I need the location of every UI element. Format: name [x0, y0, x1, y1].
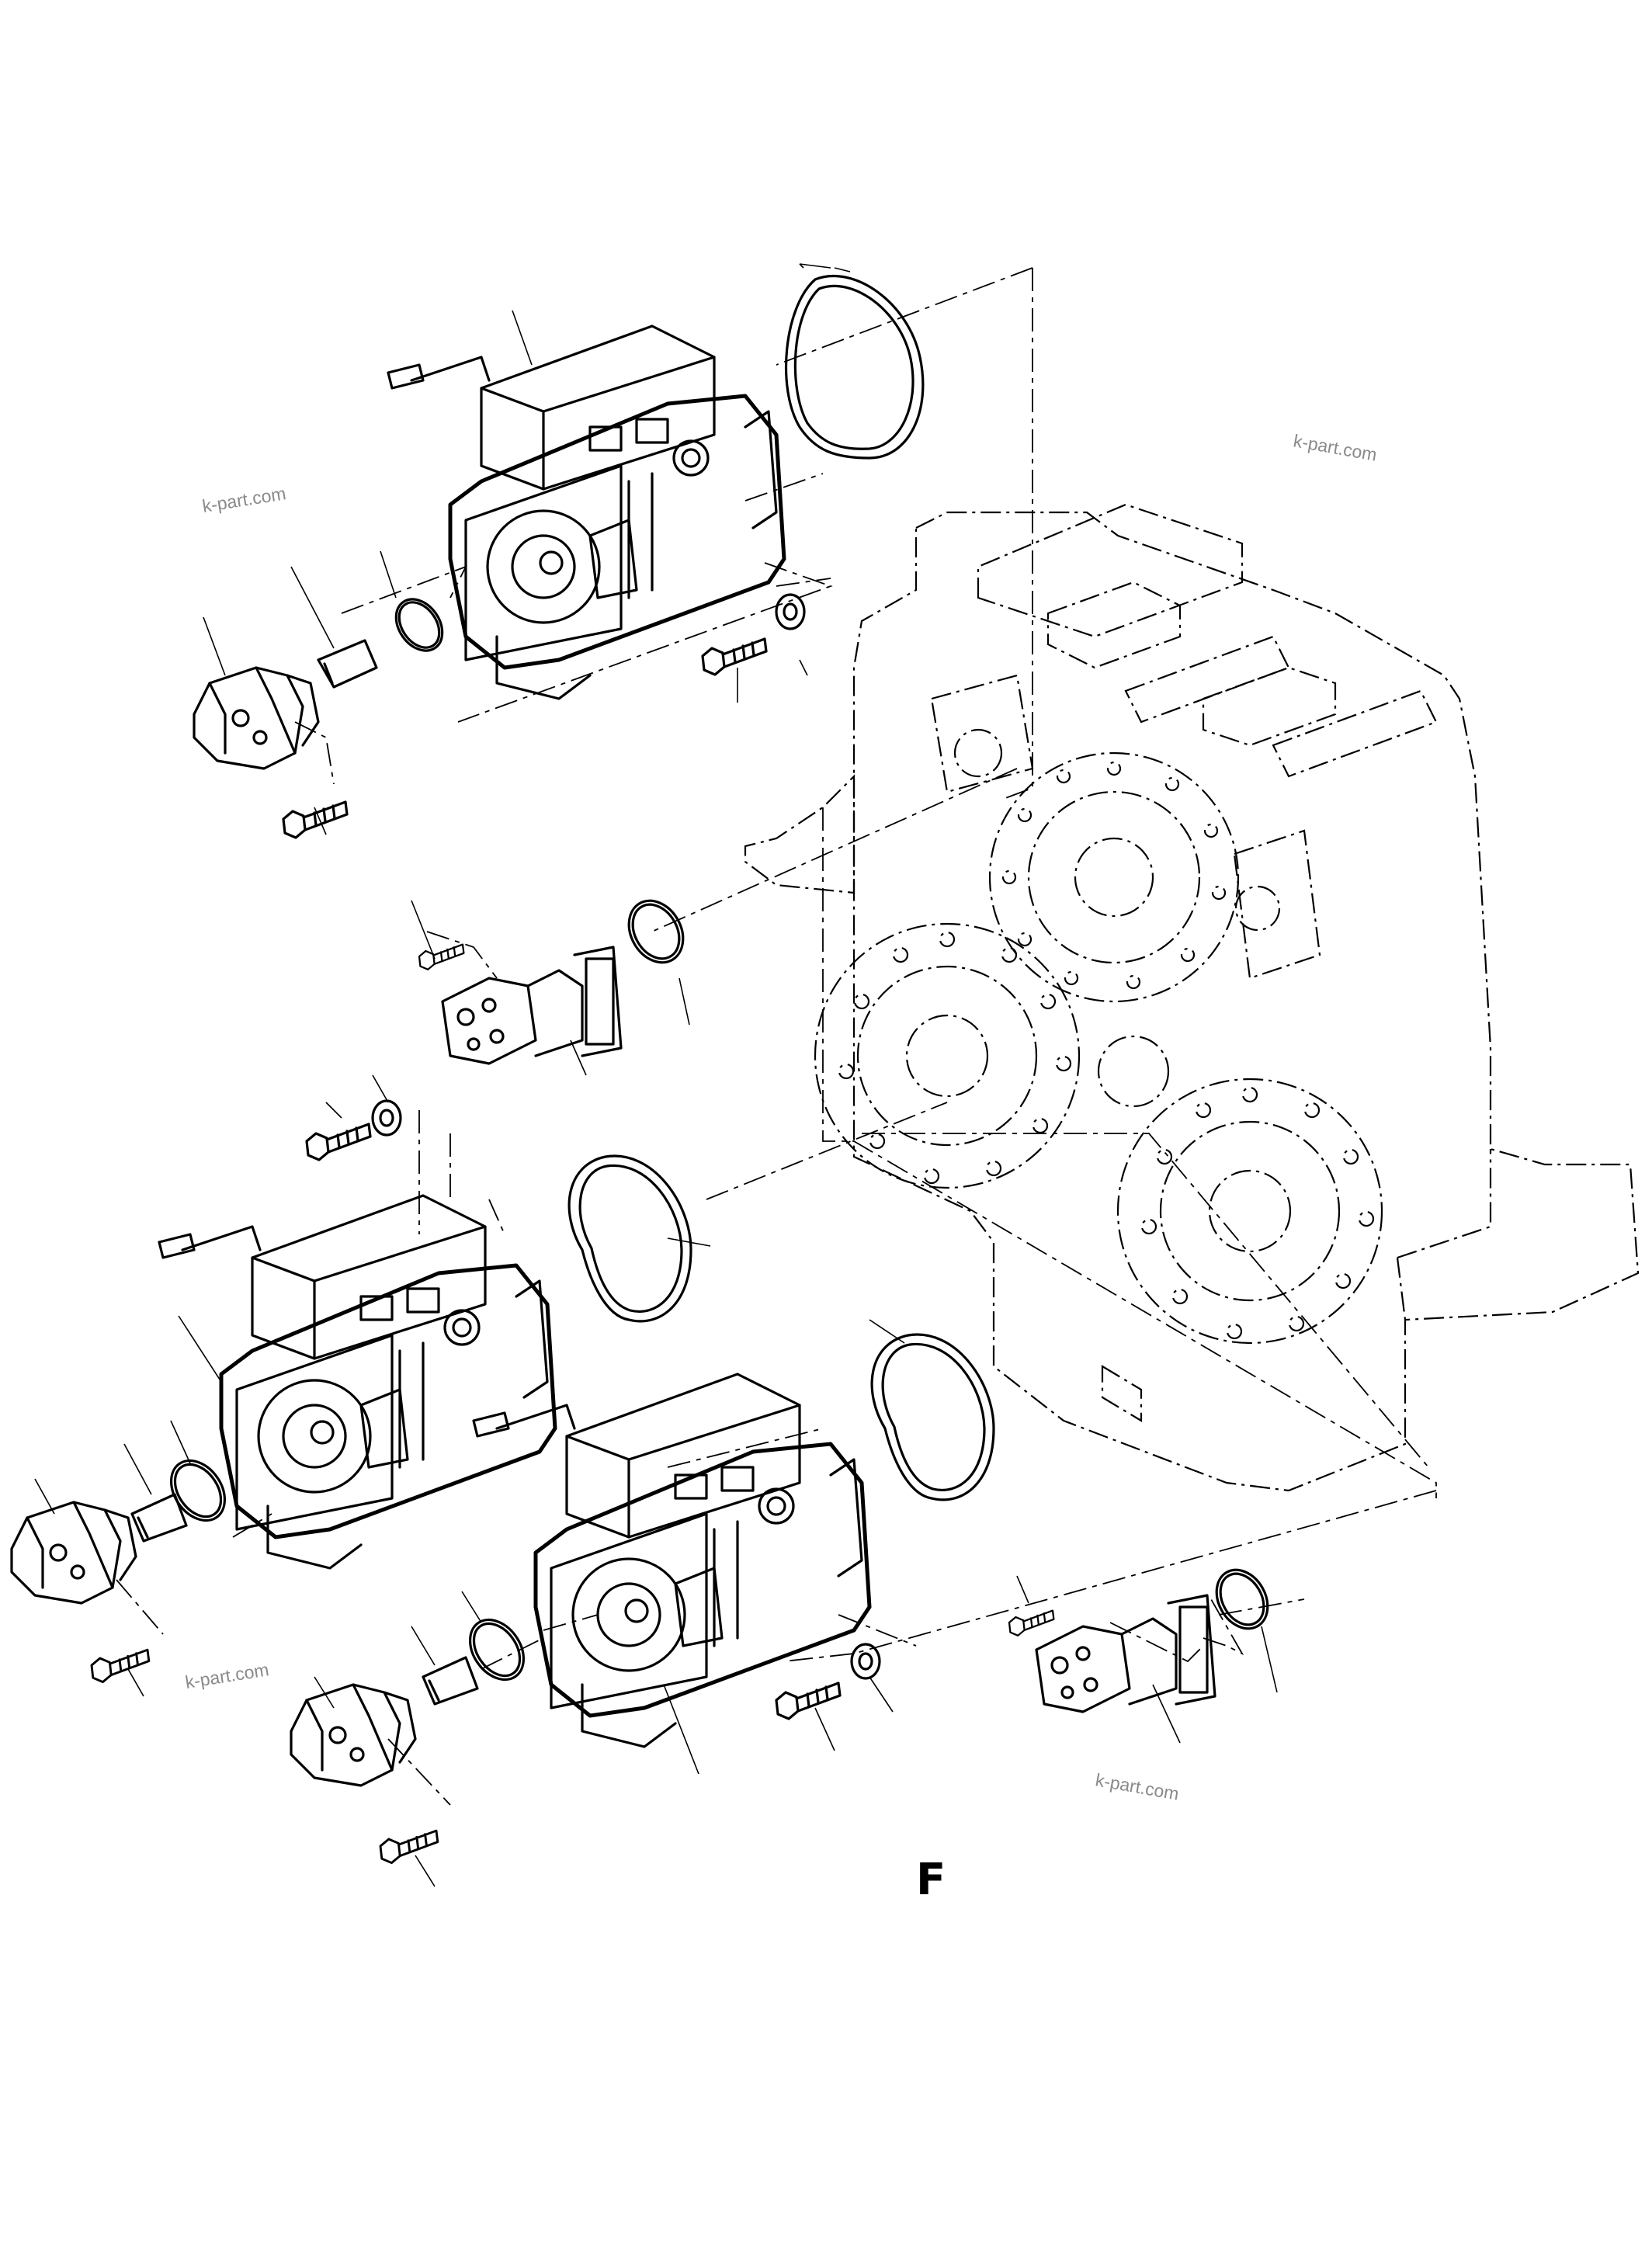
assembly-center-lines: [116, 267, 1437, 1806]
watermark: k-part.com: [1292, 430, 1379, 464]
o-ring-large-lower-right: [870, 1333, 995, 1501]
o-ring-small-lower-left: [169, 1459, 227, 1522]
washer-lower-left: [371, 1099, 402, 1137]
sleeve-top: [317, 639, 378, 689]
washer-lower-right: [850, 1643, 881, 1680]
lower-left-pump-assembly: [10, 1099, 692, 1684]
washer-top: [775, 593, 806, 630]
watermark: k-part.com: [184, 1659, 270, 1692]
section-mark: F: [916, 1855, 946, 1905]
gearbox-housing: [744, 503, 1640, 1492]
watermark: k-part.com: [1094, 1769, 1181, 1803]
leader-lines: [34, 263, 1278, 1887]
middle-motor-assembly: [418, 899, 685, 1065]
o-ring-small-top: [394, 598, 444, 652]
o-ring-small-lower-right: [468, 1618, 526, 1682]
lower-right-motor-assembly: [1008, 1568, 1269, 1713]
watermark: k-part.com: [201, 483, 287, 516]
bolt-holes: [838, 761, 1375, 1340]
o-ring-large-lower-left: [567, 1154, 692, 1323]
o-ring-middle: [627, 899, 685, 964]
sleeve-lower-right: [422, 1656, 479, 1706]
o-ring-large-top: [784, 275, 925, 460]
lower-right-pump-assembly: [290, 1333, 995, 1865]
sleeve-lower-left: [130, 1493, 188, 1543]
upper-pump-assembly: [193, 275, 925, 839]
o-ring-lower-right-motor: [1215, 1568, 1269, 1630]
